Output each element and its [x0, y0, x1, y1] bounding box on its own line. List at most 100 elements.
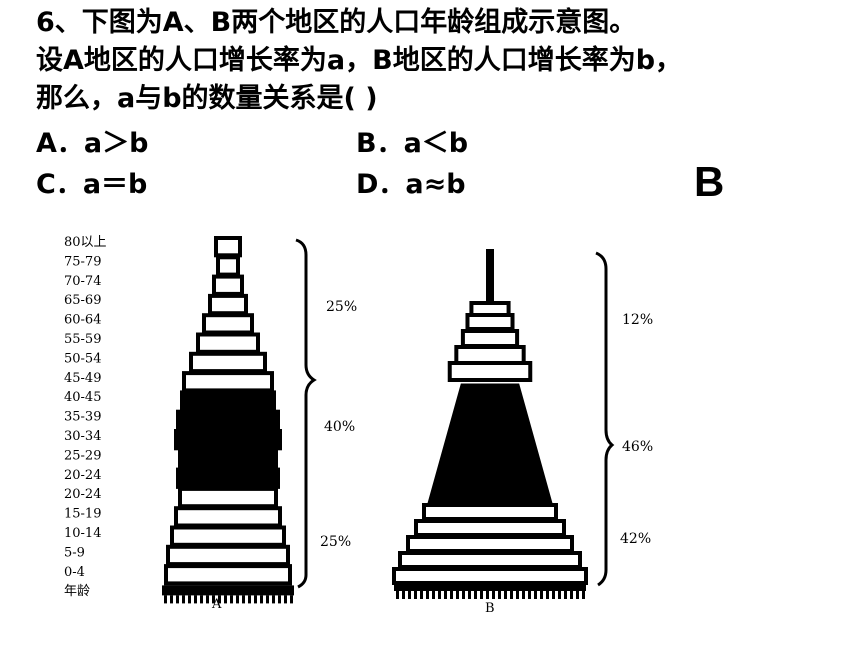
pyramid-b-bar [398, 551, 582, 569]
pyramid-a-bar [176, 467, 280, 489]
pyramid-b-base-tick [480, 591, 483, 599]
pyramid-a-base-tick [212, 595, 215, 604]
option-d[interactable]: D．a≈b [356, 169, 466, 200]
pyramid-b-base-tick [522, 591, 525, 599]
pyramid-b-bar [414, 519, 566, 537]
pyramid-a-base-tick [272, 595, 275, 604]
age-label-column: 80以上75-7970-7465-6960-6455-5950-5445-494… [64, 235, 107, 599]
age-label: 70-74 [64, 274, 101, 289]
age-label: 60-64 [64, 313, 101, 328]
pyramid-a-base-tick [236, 595, 239, 604]
pyramid-a-bar [164, 564, 292, 586]
pyramid-b-base-tick [552, 591, 555, 599]
pyramid-a-bracket-2-label: 40% [324, 419, 355, 435]
pyramid-b-base-tick [468, 591, 471, 599]
pyramid-a-base-tick [248, 595, 251, 604]
age-label: 10-14 [64, 526, 101, 541]
pyramid-a-label: A [211, 597, 222, 612]
pyramid-b-bar [465, 313, 515, 331]
pyramid-b-bar [447, 361, 533, 382]
pyramid-b-base-tick [504, 591, 507, 599]
pyramid-b-bracket-3-label: 42% [620, 531, 651, 547]
pyramid-b-base [394, 583, 586, 591]
pyramid-a-base-tick [242, 595, 245, 604]
pyramid-a-base-tick [182, 595, 185, 604]
pyramid-a-base-tick [194, 595, 197, 604]
age-label: 5-9 [64, 545, 85, 560]
pyramid-b-bar [454, 345, 526, 365]
age-label: 75-79 [64, 254, 101, 269]
pyramid-b-base-tick [546, 591, 549, 599]
option-c[interactable]: C．a＝b [36, 169, 148, 200]
pyramid-b-label: B [485, 601, 495, 616]
pyramid-b-spire [486, 249, 494, 305]
pyramid-a-base-tick [290, 595, 293, 604]
pyramid-b-base-tick [492, 591, 495, 599]
pyramid-b-bracket-2-label: 46% [622, 439, 653, 455]
pyramid-b-bar [392, 567, 588, 585]
pyramid-a-bracket-3-label: 25% [320, 534, 351, 550]
bracket-a [295, 238, 317, 589]
pyramid-a-bar [182, 371, 274, 393]
pyramid-b-base-tick [486, 591, 489, 599]
age-label: 30-34 [64, 429, 101, 444]
pyramid-b-base-tick [570, 591, 573, 599]
age-label: 25-29 [64, 448, 101, 463]
pyramid-a-base-tick [284, 595, 287, 604]
pyramid-b-base-tick [456, 591, 459, 599]
pyramid-b-base-tick [432, 591, 435, 599]
option-b[interactable]: B．a＜b [356, 128, 469, 159]
population-pyramids-figure: 80以上 75-79 70-74 65-69 60-64 55-59 50-54 45-49 4… [64, 235, 653, 616]
pyramid-b-bar [460, 329, 520, 348]
pyramid-a-base-tick [164, 595, 167, 604]
pyramid-b-base-tick [444, 591, 447, 599]
pyramid-b-base-tick [510, 591, 513, 599]
age-label: 50-54 [64, 351, 101, 366]
pyramid-b-base-tick [558, 591, 561, 599]
pyramid-b-base-tick [540, 591, 543, 599]
pyramid-a-bar [174, 506, 282, 528]
pyramid-b-base-tick [402, 591, 405, 599]
pyramid-b-bar [422, 503, 558, 521]
pyramid-a-base-tick [200, 595, 203, 604]
pyramid-b-base-tick [582, 591, 585, 599]
pyramid-b-base-tick [408, 591, 411, 599]
pyramid-b-base-tick [498, 591, 501, 599]
pyramid-b-base-tick [426, 591, 429, 599]
pyramid-a-bar [212, 274, 244, 296]
age-label: 20-24 [64, 487, 101, 502]
pyramid-a-base-tick [206, 595, 209, 604]
pyramid-b-bracket-1-label: 12% [622, 312, 653, 328]
pyramid-a-bar [170, 525, 286, 547]
age-label: 55-59 [64, 332, 101, 347]
answer-label: B [694, 158, 725, 205]
pyramid-a-bar [189, 351, 267, 374]
pyramid-a [162, 236, 294, 604]
pyramid-a-base-tick [260, 595, 263, 604]
option-a[interactable]: A．a＞b [36, 128, 149, 159]
pyramid-a-bar [174, 429, 282, 451]
age-label: 45-49 [64, 371, 101, 386]
question-line-3: 那么，a与b的数量关系是( ) [36, 83, 378, 114]
pyramid-a-base [162, 585, 294, 596]
pyramid-b-base-tick [438, 591, 441, 599]
pyramid-a-bar [214, 236, 242, 258]
pyramid-a-bar [180, 390, 276, 412]
pyramid-a-base-tick [254, 595, 257, 604]
age-label: 35-39 [64, 410, 101, 425]
pyramid-a-base-tick [224, 595, 227, 604]
pyramid-a-base-tick [230, 595, 233, 604]
pyramid-a-base-tick [188, 595, 191, 604]
pyramid-b-bar [406, 535, 574, 553]
pyramid-a-bar [178, 448, 278, 470]
age-label: 20-24 [64, 468, 101, 483]
pyramid-a-base-tick [170, 595, 173, 604]
pyramid-a-base-tick [176, 595, 179, 604]
pyramid-a-base-tick [278, 595, 281, 604]
pyramid-a-bar [216, 255, 240, 277]
age-label: 65-69 [64, 293, 101, 308]
pyramid-a-base-tick [266, 595, 269, 604]
age-label: 80以上 [64, 235, 107, 250]
pyramid-b-base-tick [414, 591, 417, 599]
question-line-1: 6、下图为A、B两个地区的人口年龄组成示意图。 [36, 7, 637, 38]
